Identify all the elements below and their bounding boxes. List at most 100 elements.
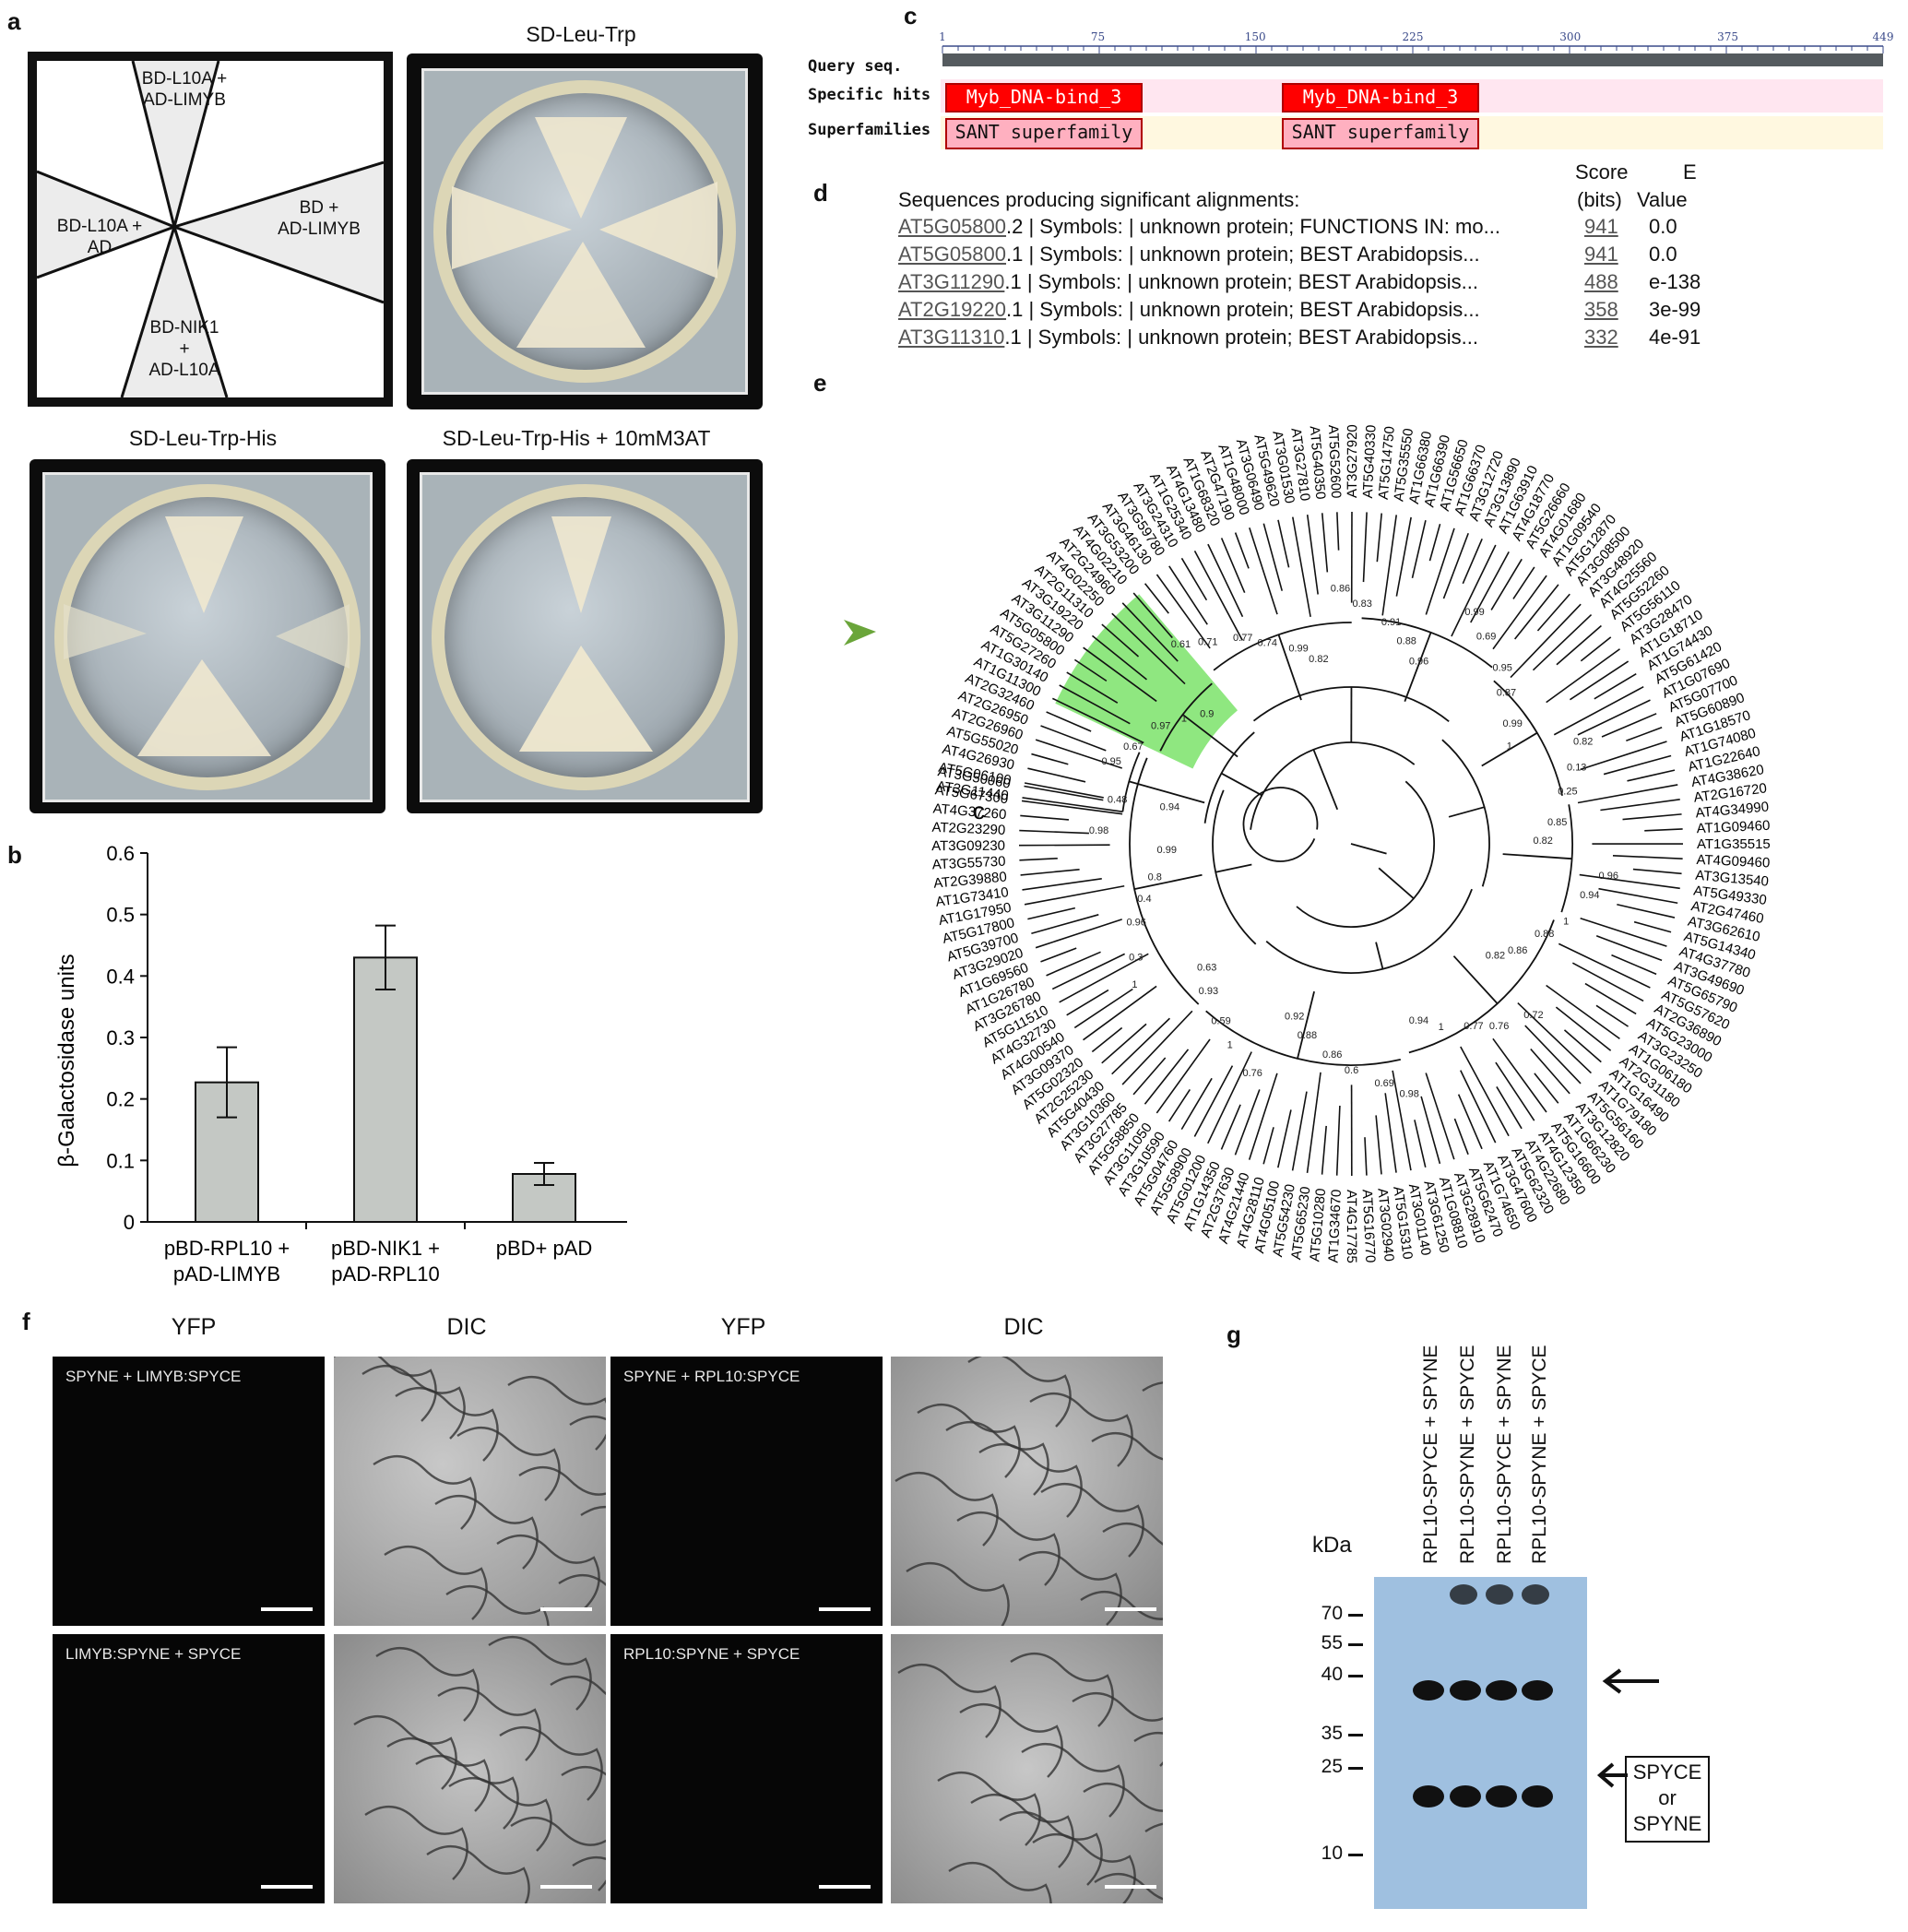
myb-hit-2[interactable]: Myb_DNA-bind_3 [1282, 83, 1479, 113]
branch [1495, 1061, 1535, 1121]
panel-d-label: d [813, 179, 828, 207]
branch [1632, 868, 1682, 875]
yfp-image-4: RPL10:SPYNE + SPYCE [610, 1634, 883, 1903]
branch [1262, 1127, 1274, 1165]
bootstrap-value: 0.8 [1148, 872, 1162, 883]
score-link[interactable]: 941 [1584, 215, 1618, 238]
locus-link[interactable]: AT5G05800 [898, 215, 1007, 238]
bootstrap-value: 0.96 [1126, 917, 1145, 928]
y-tick-label: 0.3 [106, 1026, 135, 1049]
cell-wall [1032, 1832, 1136, 1903]
yfp-image-1: SPYNE + LIMYB:SPYCE [53, 1357, 325, 1626]
branch [1040, 725, 1107, 752]
description: .1 | Symbols: | unknown protein; BEST Ar… [1004, 270, 1478, 293]
internal-branch [1215, 863, 1252, 873]
locus-link[interactable]: AT3G11310 [898, 326, 1005, 349]
branch [1111, 1017, 1170, 1075]
internal-branch [1378, 867, 1415, 899]
bootstrap-value: 0.82 [1573, 737, 1593, 748]
clade-arc [1296, 780, 1436, 929]
branch [1395, 516, 1412, 597]
clade-arc [1205, 1010, 1402, 1066]
spyce-spyne-annotation: SPYCE or SPYNE [1625, 1756, 1710, 1843]
branch [1595, 935, 1663, 962]
sant-superfamily-2[interactable]: SANT superfamily [1282, 118, 1479, 149]
branch [1180, 557, 1208, 601]
branch [1207, 543, 1244, 618]
score-link[interactable]: 488 [1584, 270, 1618, 293]
cell-wall [978, 1442, 1083, 1518]
internal-branch [1297, 990, 1315, 1060]
ruler-tick-label: 300 [1559, 30, 1581, 43]
branch [1193, 551, 1244, 641]
bootstrap-value: 0.71 [1198, 637, 1217, 648]
locus-link[interactable]: AT2G19220 [898, 298, 1007, 321]
branch [1091, 1026, 1123, 1053]
dic-image-2 [891, 1357, 1163, 1626]
cell-wall [361, 1364, 466, 1440]
cell-wall [426, 1844, 530, 1903]
bootstrap-value: 0.82 [1486, 951, 1505, 962]
bootstrap-value: 0.86 [1331, 584, 1350, 595]
branch [1321, 1125, 1327, 1175]
locus-link[interactable]: AT3G11290 [898, 270, 1005, 293]
bootstrap-value: 0.94 [1409, 1015, 1428, 1026]
branch [1633, 920, 1672, 933]
bootstrap-value: 0.99 [1157, 845, 1177, 856]
branch [1046, 711, 1092, 732]
colony-streaks [452, 117, 717, 348]
protein-band [1450, 1680, 1481, 1701]
protein-band [1486, 1785, 1517, 1808]
score-link[interactable]: 358 [1584, 298, 1618, 321]
alignment-row: AT5G05800.2 | Symbols: | unknown protein… [898, 215, 1500, 239]
branch [1460, 1070, 1497, 1144]
cell-wall [1102, 1522, 1163, 1546]
description: .1 | Symbols: | unknown protein; BEST Ar… [1006, 243, 1480, 266]
col-value: Value [1637, 188, 1688, 211]
bootstrap-value: 1 [1181, 713, 1187, 724]
leaf-label: AT5G16770 [1359, 1189, 1379, 1262]
branch [1019, 857, 1058, 861]
bootstrap-value: 0.99 [1502, 718, 1522, 729]
sant-superfamily-1[interactable]: SANT superfamily [945, 118, 1143, 149]
score-link[interactable]: 941 [1584, 243, 1618, 266]
score-link[interactable]: 332 [1584, 326, 1618, 349]
cell-wall [499, 1725, 603, 1801]
branch [1617, 903, 1676, 919]
branch [1594, 673, 1637, 700]
branch [1532, 614, 1593, 671]
branch [1490, 558, 1523, 610]
internal-branch [1182, 714, 1238, 758]
bootstrap-value: 0.82 [1309, 654, 1328, 665]
cell-wall [1040, 1482, 1144, 1558]
clade-arc [1560, 804, 1573, 913]
plate-title-sd-leu-trp-his: SD-Leu-Trp-His [128, 426, 278, 450]
bootstrap-value: 0.96 [1409, 656, 1428, 667]
leaf-label: AT3G27920 [1345, 424, 1360, 498]
bootstrap-value: 0.76 [1489, 1021, 1509, 1032]
bootstrap-value: 0.94 [1160, 801, 1179, 812]
locus-link[interactable]: AT5G05800 [898, 243, 1007, 266]
bootstrap-value: 0.48 [1108, 794, 1127, 805]
kda-marker-label: 35 [1321, 1723, 1343, 1744]
branch [1111, 612, 1186, 685]
branch [1577, 699, 1651, 736]
col-title-dic-1: DIC [446, 1314, 487, 1340]
branch [1291, 1091, 1308, 1171]
cell-wall [507, 1375, 606, 1451]
tree-center-label: c [973, 797, 985, 824]
cell-wall [364, 1805, 468, 1880]
branch [1375, 1115, 1382, 1175]
bootstrap-value: 1 [1439, 1022, 1444, 1033]
cell-wall [375, 1646, 480, 1722]
bootstrap-value: 0.98 [1400, 1089, 1419, 1100]
branch [1180, 1077, 1213, 1131]
branch [1083, 985, 1157, 1041]
branch [1066, 989, 1109, 1016]
internal-branch [1277, 634, 1302, 701]
bootstrap-value: 0.82 [1533, 836, 1552, 847]
cell-wall [569, 1415, 606, 1426]
branch [1066, 671, 1119, 704]
myb-hit-1[interactable]: Myb_DNA-bind_3 [945, 83, 1143, 113]
branch [1022, 878, 1102, 891]
